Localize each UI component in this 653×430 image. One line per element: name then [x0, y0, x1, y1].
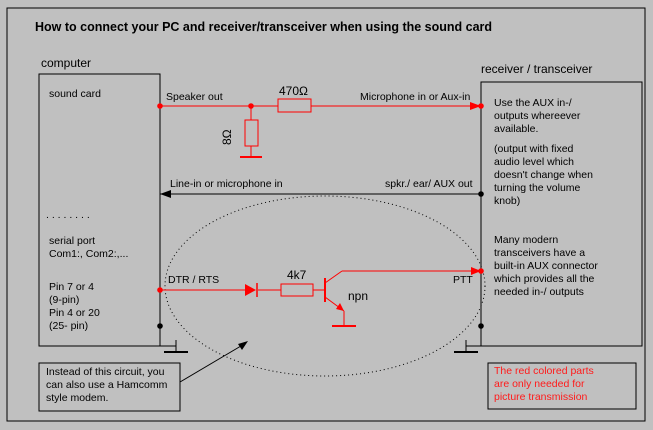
dtr-rts-label: DTR / RTS — [168, 274, 220, 286]
junction-dot — [248, 103, 254, 109]
line-in-dot — [478, 191, 484, 197]
transistor-label: npn — [348, 289, 369, 303]
fixed-level-note: (output with fixed audio level which doe… — [494, 143, 593, 207]
ptt-dot — [478, 268, 484, 274]
resistor-470-label: 470Ω — [279, 84, 308, 98]
speaker-out-circuit — [160, 98, 481, 158]
ptt-circuit — [160, 270, 481, 327]
speaker-out-label: Speaker out — [166, 91, 223, 103]
ptt-arrowhead — [471, 267, 481, 275]
callout-box — [38, 362, 181, 412]
computer-ground-dot — [157, 323, 163, 329]
ground-symbols — [159, 326, 482, 353]
receiver-box — [480, 81, 643, 347]
serial-port-label: serial port Com1:, Com2:,... — [49, 235, 129, 260]
ptt-label: PTT — [453, 274, 473, 286]
mic-in-arrowhead — [470, 102, 481, 110]
red-parts-note: The red colored parts are only needed fo… — [494, 365, 594, 403]
dtr-dot — [157, 287, 163, 293]
spkr-out-label: spkr./ ear/ AUX out — [385, 178, 473, 190]
mic-in-label: Microphone in or Aux-in — [360, 91, 471, 103]
modern-transceiver-note: Many modern transceivers have a built-in… — [494, 234, 598, 298]
diode-symbol — [245, 284, 256, 296]
sound-card-label: sound card — [49, 88, 101, 100]
callout-arrow-line — [179, 342, 247, 383]
outer-frame — [6, 7, 646, 422]
computer-label: computer — [41, 56, 92, 70]
resistor-8-label: 8Ω — [220, 129, 234, 145]
computer-divider-dots: . . . . . . . . — [46, 209, 90, 221]
speaker-out-dot — [157, 103, 163, 109]
line-in-arrowhead — [160, 190, 171, 198]
pin-label: Pin 7 or 4 (9-pin) Pin 4 or 20 (25- pin) — [49, 281, 100, 332]
receiver-label: receiver / transceiver — [481, 62, 593, 76]
receiver-ground-dot — [478, 323, 484, 329]
line-in-label: Line-in or microphone in — [170, 178, 283, 190]
aux-note: Use the AUX in-/ outputs whereever avail… — [494, 97, 581, 135]
red-note-box — [487, 362, 637, 410]
callout-text: Instead of this circuit, you can also us… — [46, 366, 168, 404]
diagram-title: How to connect your PC and receiver/tran… — [35, 20, 493, 34]
modem-outline-ellipse — [164, 195, 486, 377]
callout-arrowhead — [238, 341, 248, 350]
emitter-arrow — [336, 303, 344, 311]
resistor-4k7-label: 4k7 — [287, 268, 307, 282]
computer-box — [38, 73, 161, 347]
